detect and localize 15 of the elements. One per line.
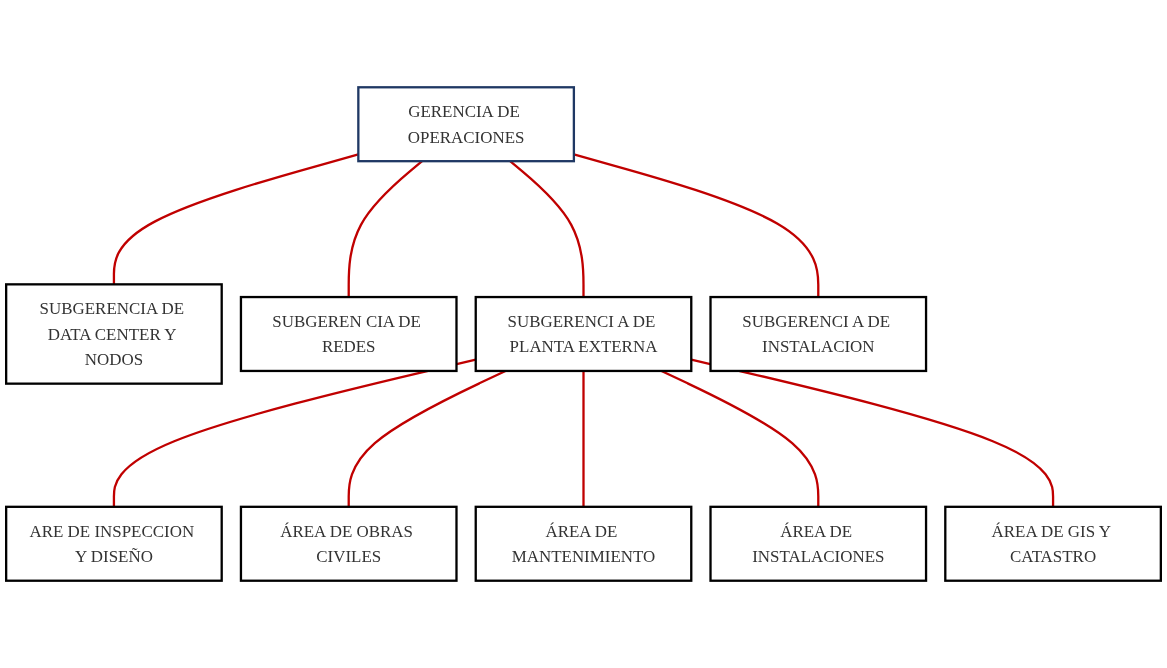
node-box: SUBGEREN CIA DE REDES [239,295,458,373]
node-box: ÁREA DE GIS Y CATASTRO [944,505,1162,582]
node-box: GERENCIA DE OPERACIONES [357,86,576,163]
connector [112,358,476,507]
node-box: SUBGERENCIA DE DATA CENTER Y NODOS [5,283,223,385]
connector [573,153,820,298]
connector [691,358,1055,507]
node-box: ÁREA DE OBRAS CIVILES [239,505,458,582]
node-box: SUBGERENCI A DE PLANTA EXTERNA [474,295,693,373]
connector [582,370,585,507]
node-box: ÁREA DE INSTALACIONES [709,505,928,582]
node-box: SUBGERENCI A DE INSTALACION [709,295,928,373]
node-box: ÁREA DE MANTENIMIENTO [474,505,693,582]
connector [112,153,359,285]
node-box: ARE DE INSPECCION Y DISEÑO [5,505,223,582]
